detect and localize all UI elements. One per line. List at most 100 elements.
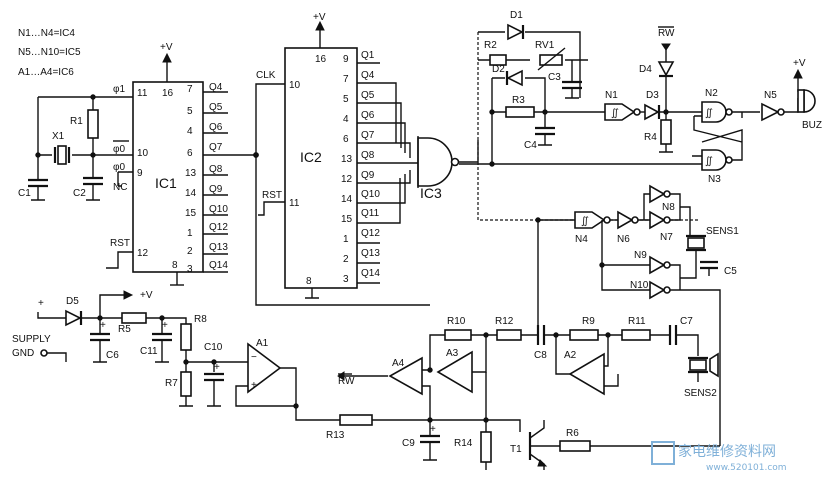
r4-label: R4	[644, 132, 657, 143]
c3-label: C3	[548, 72, 561, 83]
ic2-r-sig-q6: Q6	[361, 110, 375, 121]
d5-diode-icon	[65, 309, 82, 327]
r6-resistor	[559, 440, 591, 452]
vplus-bottom-arrow-icon	[123, 290, 134, 300]
d1-label: D1	[510, 10, 523, 21]
r11-resistor	[621, 329, 651, 341]
ic1-pin-num-12: 12	[137, 248, 149, 259]
ic1-chip: IC1 +V 16 8 11 φ1 10 φ0 9 φ0 NC 12 RST 7…	[110, 42, 256, 286]
n1-label: N1	[605, 90, 618, 101]
c9-label: C9	[402, 438, 415, 449]
ic2-r-num-2: 2	[343, 254, 349, 265]
svg-text:∬: ∬	[705, 108, 713, 119]
buzzer-icon	[803, 89, 816, 113]
n1-d3-stage: ∬ N1 D3 R4 D4 RW	[604, 26, 702, 153]
ic2-body	[284, 47, 358, 289]
r10-resistor	[444, 329, 472, 341]
r10-label: R10	[447, 316, 466, 327]
a1-opamp: − + A1	[235, 338, 340, 421]
r9-resistor	[569, 329, 599, 341]
sens2-label: SENS2	[684, 388, 717, 399]
ic2-r-sig-q13: Q13	[361, 248, 380, 259]
n4-label: N4	[575, 234, 588, 245]
watermark: 家电维修资料网 www.520101.com	[651, 441, 787, 473]
d2-label: D2	[492, 64, 505, 75]
ic1-r-sig-q4: Q4	[209, 82, 223, 93]
ic2-r-sig-q11: Q11	[361, 208, 380, 219]
rv1-label: RV1	[535, 40, 555, 51]
r7-resistor	[180, 371, 192, 397]
c11-label: C11	[140, 346, 158, 357]
watermark-url: www.520101.com	[706, 463, 787, 473]
ic1-r-sig-q7: Q7	[209, 142, 223, 153]
ic1-r-sig-q13: Q13	[209, 242, 228, 253]
rw-top-label: RW	[658, 28, 675, 39]
ic1-r-sig-q6: Q6	[209, 122, 223, 133]
sens1-label: SENS1	[706, 226, 739, 237]
ic1-body	[132, 81, 204, 273]
c4-label: C4	[524, 140, 537, 151]
ic2-pin-num-10: 10	[289, 80, 301, 91]
ic2-r-sig-q5: Q5	[361, 90, 375, 101]
ic1-supply-arrow-icon	[162, 52, 172, 63]
ic2-rst-label: RST	[262, 190, 282, 201]
ic1-r-num-14: 14	[185, 188, 197, 199]
c6-label: C6	[106, 350, 119, 361]
ic2-pin-num-11: 11	[289, 198, 300, 209]
ic1-name: IC1	[155, 175, 177, 191]
ic2-r-num-12: 12	[341, 174, 353, 185]
ic1-r-num-13: 13	[185, 168, 197, 179]
ic1-supply-label: +V	[160, 42, 173, 53]
rw-top-arrow-icon	[661, 43, 671, 51]
note-ic5: N5…N10=IC5	[18, 47, 81, 58]
supply-terminal-icon[interactable]	[40, 349, 48, 357]
ic2-r-num-15: 15	[341, 214, 353, 225]
n6-label: N6	[617, 234, 630, 245]
r14-label: R14	[454, 438, 473, 449]
ic1-r-num-2: 2	[187, 246, 193, 257]
n5-inverter-icon	[761, 102, 780, 122]
ic1-right-pins: 7 Q4 5 Q5 4 Q6 6 Q7 13 Q8 14 Q9 15 Q10 1…	[185, 82, 228, 275]
ic1-r-sig-q8: Q8	[209, 164, 223, 175]
vplus-bottom-label: +V	[140, 290, 153, 301]
ic1-r-num-1: 1	[187, 228, 193, 239]
r6-label: R6	[566, 428, 579, 439]
ic2-r-sig-q9: Q9	[361, 170, 375, 181]
ic2-r-sig-q4: Q4	[361, 70, 375, 81]
sensor-oscillator: ∬ N4 N6 N8 N7 SENS1 C5 N9 N10	[535, 184, 739, 446]
ic2-name: IC2	[300, 149, 322, 165]
ic1-r-sig-q12: Q12	[209, 222, 228, 233]
n3-label: N3	[708, 174, 721, 185]
buz-supply-arrow-icon	[793, 68, 803, 79]
vplus-buz-label: +V	[793, 58, 806, 69]
c2-label: C2	[73, 188, 86, 199]
r8-resistor	[180, 323, 192, 351]
watermark-logo-icon	[651, 441, 675, 465]
n2-label: N2	[705, 88, 718, 99]
rw-bottom-label: RW	[338, 376, 355, 387]
svg-text:∬: ∬	[705, 156, 713, 167]
ic-assignment-notes: N1…N4=IC4 N5…N10=IC5 A1…A4=IC6	[18, 28, 81, 78]
oscillator-network: R1 X1 C1 C2	[18, 94, 133, 269]
ic2-r-num-6: 6	[343, 134, 349, 145]
ic1-sig-nc: NC	[113, 182, 127, 193]
ic1-r-sig-q10: Q10	[209, 204, 228, 215]
r11-label: R11	[628, 316, 646, 327]
ic2-r-sig-q12: Q12	[361, 228, 380, 239]
r8-label: R8	[194, 314, 207, 325]
svg-text:∬: ∬	[581, 216, 589, 227]
svg-text:−: −	[251, 352, 257, 363]
ic2-r-num-13: 13	[341, 154, 353, 165]
buz-label: BUZ	[802, 120, 822, 131]
n5-label: N5	[764, 90, 777, 101]
ic1-r-sig-q9: Q9	[209, 184, 223, 195]
svg-text:+: +	[251, 380, 257, 391]
n8-label: N8	[662, 202, 675, 213]
x1-crystal	[53, 145, 71, 165]
svg-text:+: +	[430, 424, 436, 435]
supply-input: + D5 +V R5 + C6 + C11 R8 R7	[12, 290, 248, 407]
c1-label: C1	[18, 188, 31, 199]
ic2-r-num-3: 3	[343, 274, 349, 285]
ic1-r-sig-q5: Q5	[209, 102, 223, 113]
